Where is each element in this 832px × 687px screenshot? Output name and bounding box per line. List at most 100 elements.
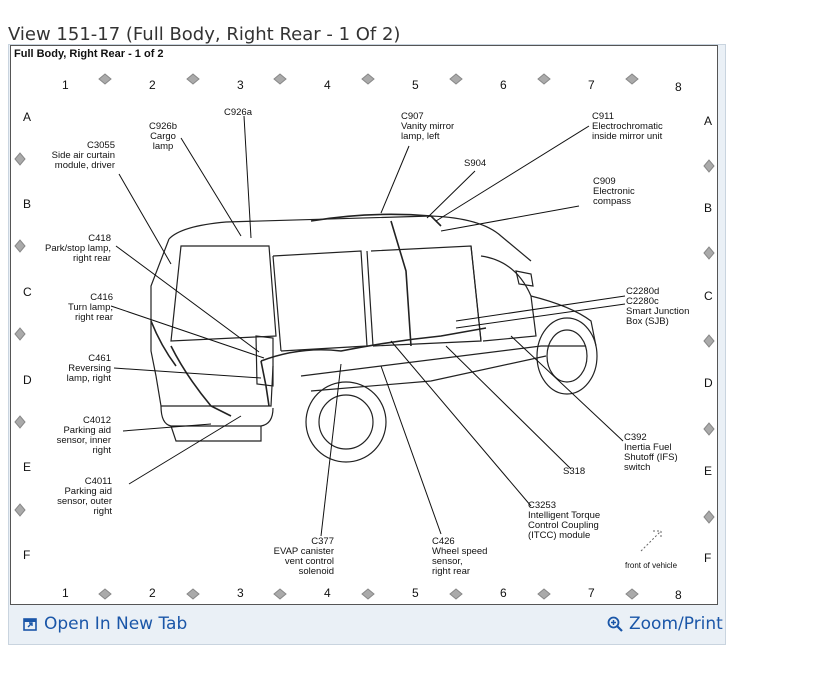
c911-line-3: inside mirror unit bbox=[592, 131, 663, 142]
c926b-line-1: C926b bbox=[149, 121, 177, 132]
c3055-line-2: Side air curtain bbox=[52, 150, 115, 161]
c4011-line-2: Parking aid bbox=[64, 486, 112, 497]
callout-c3253: C3253 Intelligent Torque Control Couplin… bbox=[528, 500, 600, 541]
c426-line-1: C426 bbox=[432, 536, 455, 547]
c909-line-2: Electronic bbox=[593, 186, 635, 197]
grid-row-b: B bbox=[23, 197, 31, 211]
callout-c2280: C2280d C2280c Smart Junction Box (SJB) bbox=[626, 286, 689, 327]
grid-rows-right: A B C D E F bbox=[704, 114, 713, 565]
c418-line-1: C418 bbox=[88, 233, 111, 244]
grid-columns-bottom: 1 2 3 4 5 6 7 8 bbox=[62, 586, 682, 602]
zoom-in-icon bbox=[607, 616, 623, 632]
callout-c377: C377 EVAP canister vent control solenoid bbox=[274, 536, 334, 577]
callout-c907: C907 Vanity mirror lamp, left bbox=[401, 111, 454, 142]
grid-row-f-right: F bbox=[704, 551, 711, 565]
callout-c392: C392 Inertia Fuel Shutoff (IFS) switch bbox=[624, 432, 678, 473]
c926a-line-1: C926a bbox=[224, 107, 253, 118]
c418-line-3: right rear bbox=[73, 253, 111, 264]
c418-line-2: Park/stop lamp, bbox=[45, 243, 111, 254]
c2280-line-1: C2280d bbox=[626, 286, 659, 297]
front-of-vehicle-indicator: front of vehicle bbox=[625, 530, 678, 570]
grid-col-4: 4 bbox=[324, 78, 331, 92]
diagram-drawing: 1 2 3 4 5 6 7 8 1 2 3 4 5 6 7 8 A B C D … bbox=[14, 73, 715, 602]
s318-line-1: S318 bbox=[563, 466, 585, 477]
callout-s318: S318 bbox=[563, 466, 585, 477]
grid-columns-top: 1 2 3 4 5 6 7 8 bbox=[62, 78, 682, 94]
grid-col-8-bottom: 8 bbox=[675, 588, 682, 602]
grid-col-7-bottom: 7 bbox=[588, 586, 595, 600]
grid-rows-left: A B C D E F bbox=[23, 110, 32, 562]
c426-line-4: right rear bbox=[432, 566, 470, 577]
grid-col-1-bottom: 1 bbox=[62, 586, 69, 600]
c2280-line-2: C2280c bbox=[626, 296, 659, 307]
wiring-diagram[interactable]: Full Body, Right Rear - 1 of 2 1 2 3 4 5… bbox=[10, 45, 718, 605]
grid-col-6: 6 bbox=[500, 78, 507, 92]
c3253-line-2: Intelligent Torque bbox=[528, 510, 600, 521]
grid-row-a-right: A bbox=[704, 114, 712, 128]
c4012-line-1: C4012 bbox=[83, 415, 111, 426]
c911-line-2: Electrochromatic bbox=[592, 121, 663, 132]
grid-row-d-right: D bbox=[704, 376, 713, 390]
grid-row-c-right: C bbox=[704, 289, 713, 303]
c4012-line-2: Parking aid bbox=[63, 425, 111, 436]
grid-row-a: A bbox=[23, 110, 31, 124]
grid-row-e-right: E bbox=[704, 464, 712, 478]
wiring-harness bbox=[150, 213, 487, 417]
c377-line-3: vent control bbox=[285, 556, 334, 567]
c377-line-1: C377 bbox=[311, 536, 334, 547]
grid-row-b-right: B bbox=[704, 201, 712, 215]
callout-s904: S904 bbox=[464, 158, 486, 169]
callout-c416: C416 Turn lamp, right rear bbox=[68, 292, 113, 323]
c392-line-4: switch bbox=[624, 462, 650, 473]
c2280-line-3: Smart Junction bbox=[626, 306, 689, 317]
open-in-new-tab-link[interactable]: Open In New Tab bbox=[22, 614, 187, 634]
c4011-line-3: sensor, outer bbox=[57, 496, 112, 507]
c392-line-1: C392 bbox=[624, 432, 647, 443]
grid-row-f: F bbox=[23, 548, 30, 562]
callout-c909: C909 Electronic compass bbox=[593, 176, 635, 207]
grid-col-2: 2 bbox=[149, 78, 156, 92]
open-new-tab-icon bbox=[23, 618, 37, 631]
c377-line-4: solenoid bbox=[299, 566, 334, 577]
c909-line-3: compass bbox=[593, 196, 631, 207]
zoom-print-link[interactable]: Zoom/Print bbox=[607, 614, 723, 634]
grid-col-4-bottom: 4 bbox=[324, 586, 331, 600]
c3253-line-3: Control Coupling bbox=[528, 520, 599, 531]
open-in-new-tab-label: Open In New Tab bbox=[44, 614, 188, 634]
c4012-line-4: right bbox=[93, 445, 112, 456]
c4011-line-4: right bbox=[94, 506, 113, 517]
callout-c4012: C4012 Parking aid sensor, inner right bbox=[57, 415, 112, 456]
c461-line-1: C461 bbox=[88, 353, 111, 364]
c461-line-3: lamp, right bbox=[67, 373, 112, 384]
diagram-title: Full Body, Right Rear - 1 of 2 bbox=[14, 48, 164, 60]
c907-line-3: lamp, left bbox=[401, 131, 440, 142]
callout-c461: C461 Reversing lamp, right bbox=[67, 353, 112, 384]
grid-col-5-bottom: 5 bbox=[412, 586, 419, 600]
c3253-line-4: (ITCC) module bbox=[528, 530, 590, 541]
c392-line-2: Inertia Fuel bbox=[624, 442, 672, 453]
grid-row-c: C bbox=[23, 285, 32, 299]
callout-c926a: C926a bbox=[224, 107, 253, 118]
grid-col-3-bottom: 3 bbox=[237, 586, 244, 600]
c926b-line-3: lamp bbox=[153, 141, 174, 152]
vehicle-outline bbox=[150, 215, 598, 463]
grid-row-d: D bbox=[23, 373, 32, 387]
c926b-line-2: Cargo bbox=[150, 131, 176, 142]
c416-line-2: Turn lamp, bbox=[68, 302, 113, 313]
view-title: View 151-17 (Full Body, Right Rear - 1 O… bbox=[8, 24, 401, 45]
c416-line-3: right rear bbox=[75, 312, 113, 323]
callout-c4011: C4011 Parking aid sensor, outer right bbox=[57, 476, 112, 517]
c377-line-2: EVAP canister bbox=[274, 546, 334, 557]
c3055-line-3: module, driver bbox=[55, 160, 115, 171]
grid-col-6-bottom: 6 bbox=[500, 586, 507, 600]
grid-row-e: E bbox=[23, 460, 31, 474]
c4012-line-3: sensor, inner bbox=[57, 435, 111, 446]
zoom-print-label: Zoom/Print bbox=[629, 614, 723, 634]
grid-col-8: 8 bbox=[675, 80, 682, 94]
c4011-line-1: C4011 bbox=[85, 476, 112, 487]
s904-line-1: S904 bbox=[464, 158, 486, 169]
c426-line-2: Wheel speed bbox=[432, 546, 487, 557]
leader-lines bbox=[110, 115, 626, 537]
c907-line-2: Vanity mirror bbox=[401, 121, 454, 132]
c461-line-2: Reversing bbox=[68, 363, 111, 374]
